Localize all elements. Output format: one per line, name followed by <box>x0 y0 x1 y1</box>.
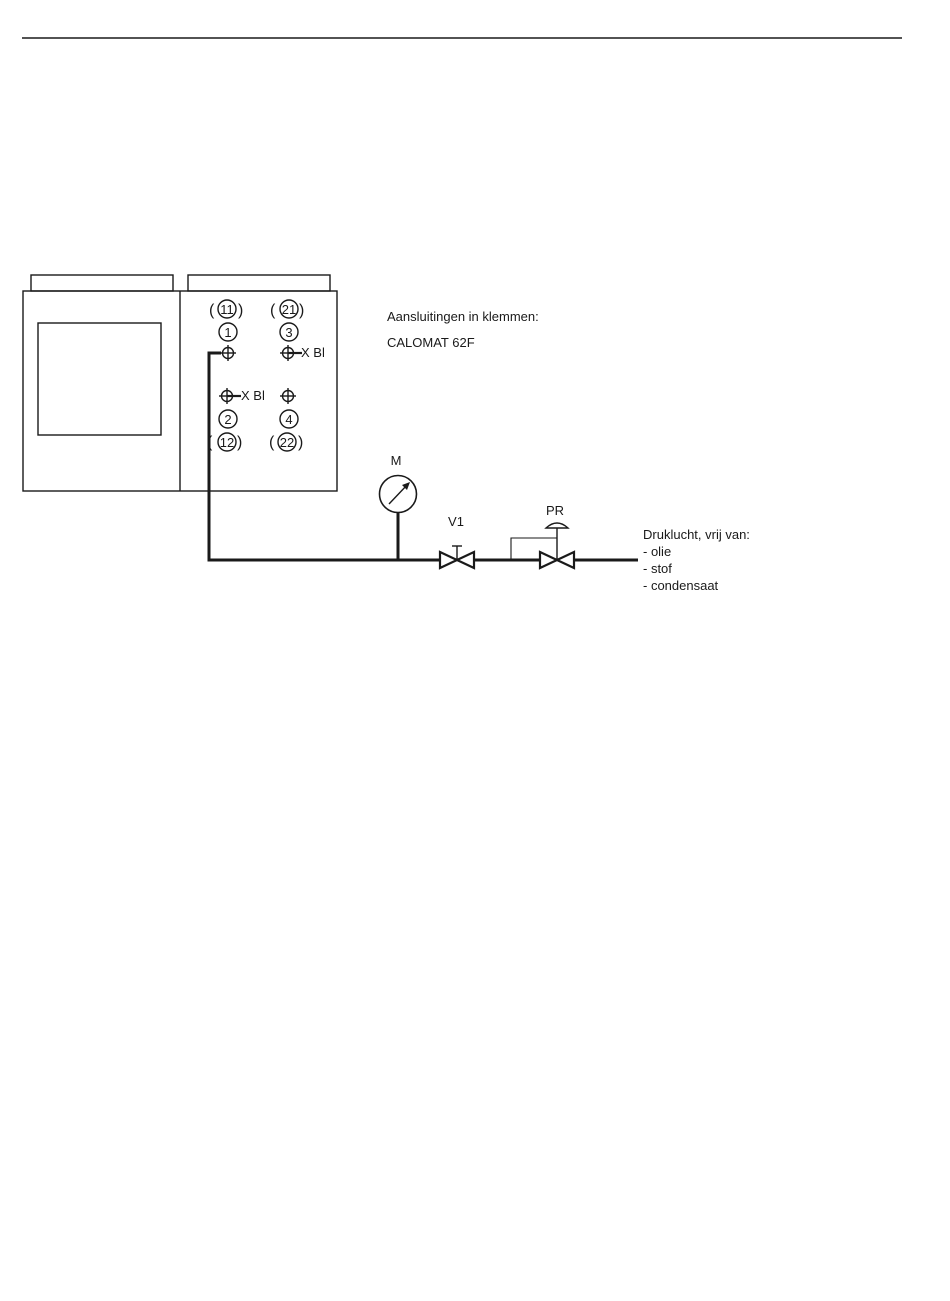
svg-text:(: ( <box>209 302 215 319</box>
purge-air-line <box>209 353 440 560</box>
blind-plug-label-top: X Bl <box>301 345 325 360</box>
svg-text:11: 11 <box>220 302 234 317</box>
svg-text:3: 3 <box>285 325 292 340</box>
supply-item-condensate: - condensaat <box>643 578 719 593</box>
pressure-regulator-label: PR <box>546 503 564 518</box>
connections-title: Aansluitingen in klemmen: <box>387 309 539 324</box>
terminal-3: 3 <box>280 323 298 341</box>
terminal-11: ( 11 ) <box>209 300 243 319</box>
svg-text:(: ( <box>269 434 275 451</box>
device-name: CALOMAT 62F <box>387 335 475 350</box>
display-window <box>38 323 161 435</box>
valve-v1-label: V1 <box>448 514 464 529</box>
valve-v1 <box>440 546 474 568</box>
blind-plug-label-middle: X Bl <box>241 388 265 403</box>
svg-text:21: 21 <box>282 302 296 317</box>
port-2-symbol <box>219 388 241 404</box>
supply-item-oil: - olie <box>643 544 671 559</box>
svg-text:12: 12 <box>220 435 234 450</box>
svg-text:): ) <box>298 434 303 451</box>
terminal-4: 4 <box>280 410 298 428</box>
manometer <box>380 476 417 561</box>
svg-text:): ) <box>299 302 304 319</box>
terminal-1: 1 <box>219 323 237 341</box>
port-3-symbol <box>280 345 302 361</box>
svg-text:4: 4 <box>285 412 292 427</box>
svg-text:(: ( <box>270 302 276 319</box>
supply-item-dust: - stof <box>643 561 672 576</box>
housing-right-tab <box>188 275 330 291</box>
supply-title: Druklucht, vrij van: <box>643 527 750 542</box>
svg-text:): ) <box>238 302 243 319</box>
svg-text:1: 1 <box>224 325 231 340</box>
terminal-22: ( 22 ) <box>269 433 303 451</box>
terminal-21: ( 21 ) <box>270 300 304 319</box>
terminal-12: ( 12 ) <box>207 433 242 451</box>
port-1-symbol <box>220 345 236 361</box>
manometer-label: M <box>391 453 402 468</box>
port-4-symbol <box>280 388 296 404</box>
svg-text:): ) <box>237 434 242 451</box>
housing-left-tab <box>31 275 173 291</box>
terminal-2: 2 <box>219 410 237 428</box>
svg-text:2: 2 <box>224 412 231 427</box>
svg-text:22: 22 <box>280 435 294 450</box>
